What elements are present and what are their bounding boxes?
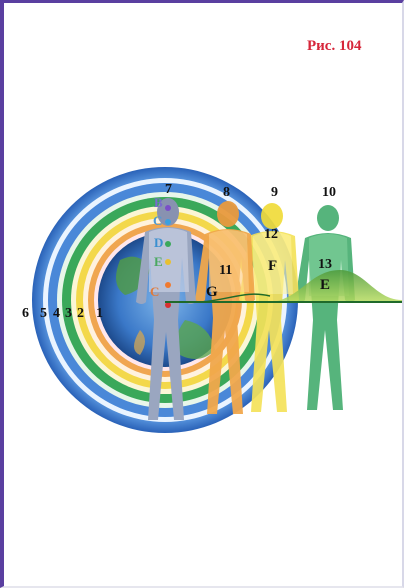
ring-number-4: 4 [53, 306, 60, 321]
figure-grey [136, 198, 196, 420]
aura-curve [165, 270, 402, 303]
body-number-12: 12 [264, 227, 278, 242]
figure-yellow [239, 203, 299, 412]
body-number-7: 7 [165, 182, 172, 197]
body-number-11: 11 [219, 263, 233, 278]
chakra-letter-e: E [154, 254, 163, 269]
ring-number-2: 2 [77, 306, 84, 321]
body-number-13: 13 [318, 257, 332, 272]
body-letter-e: E [320, 277, 331, 293]
figure-orange [195, 201, 255, 414]
continent-3 [134, 330, 145, 355]
ring-number-5: 5 [40, 306, 47, 321]
figure-caption: Рис. 104 [307, 38, 362, 54]
body-letter-f: F [268, 258, 278, 274]
ring-number-6: 6 [22, 306, 29, 321]
ring-number-3: 3 [65, 306, 72, 321]
body-number-8: 8 [223, 185, 230, 200]
body-number-9: 9 [271, 185, 278, 200]
chakra-letter-c-lower: C [150, 284, 160, 299]
chakra-letter-d: D [154, 235, 164, 250]
curve-rise [199, 293, 271, 303]
chakra-letter-b: B [154, 195, 163, 210]
curve-bump [270, 270, 402, 302]
figure-green [295, 205, 355, 410]
body-number-10: 10 [322, 185, 336, 200]
body-letter-g: G [206, 284, 218, 300]
chakra-points [165, 205, 171, 308]
continent-2 [176, 320, 215, 359]
chakra-letter-c-upper: C [153, 213, 163, 228]
ring-number-1: 1 [96, 306, 103, 321]
